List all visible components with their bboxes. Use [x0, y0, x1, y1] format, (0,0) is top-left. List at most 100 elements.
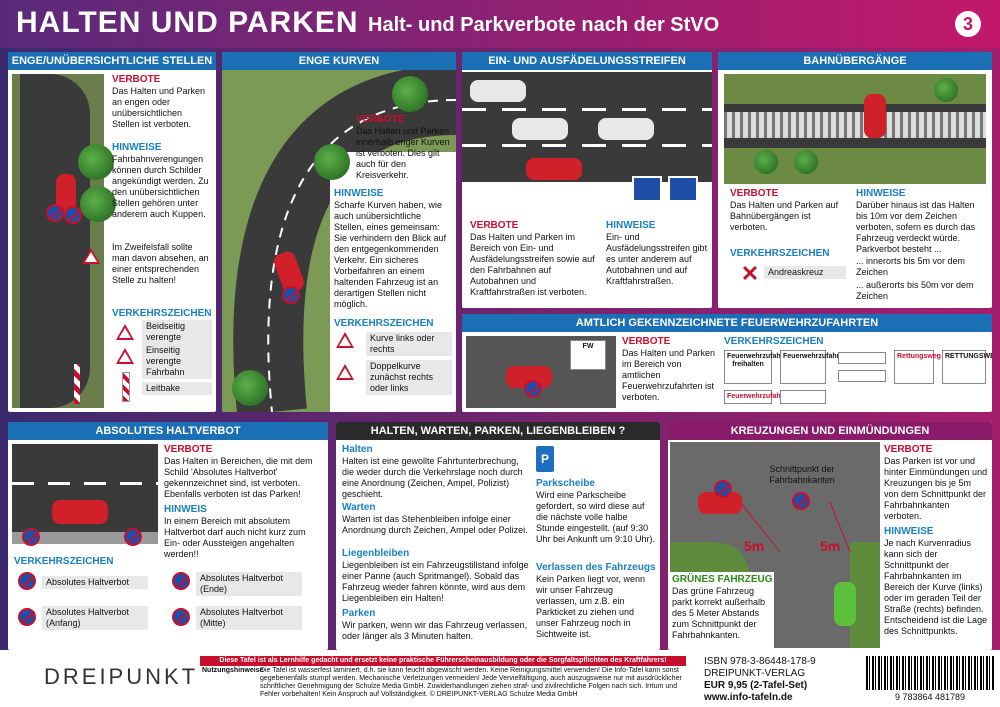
- hinweise-heading: HINWEISE: [884, 526, 934, 537]
- no-stopping-icon: [64, 206, 82, 224]
- no-stopping-icon: [124, 528, 142, 546]
- small-sign-icon: [780, 390, 826, 404]
- panel-title: EIN- UND AUSFÄDELUNGSSTREIFEN: [462, 52, 712, 70]
- sign-label: Einseitig verengte Fahrbahn: [142, 344, 212, 379]
- tree: [934, 78, 958, 102]
- road-illustration: [12, 74, 116, 408]
- verbote-text: Das Halten und Parken auf Bahnübergängen…: [730, 200, 839, 232]
- distance-label: 5m: [744, 538, 765, 554]
- verbote-heading: VERBOTE: [112, 74, 161, 85]
- kraftfahrstrasse-sign-icon: [668, 176, 698, 202]
- sign-label: Leitbake: [142, 382, 212, 395]
- bullet: ... außerorts bis 50m vor dem Zeichen: [856, 280, 974, 301]
- bullet: ... innerorts bis 5m vor dem Zeichen: [856, 256, 966, 277]
- notes-text: Die Tafel ist wasserfest laminiert, d.h.…: [260, 667, 682, 698]
- panel-title: AMTLICH GEKENNZEICHNETE FEUERWEHRZUFAHRT…: [462, 314, 992, 332]
- lane-markings: [12, 482, 158, 485]
- verlag: DREIPUNKT-VERLAG: [704, 668, 806, 679]
- no-stopping-icon: [792, 492, 810, 510]
- panel-halten-warten: HALTEN, WARTEN, PARKEN, LIEGENBLEIBEN ? …: [336, 422, 660, 650]
- hinweise-heading: HINWEISE: [334, 188, 384, 199]
- no-stopping-icon: [714, 480, 732, 498]
- sign-label: Absolutes Haltverbot: [42, 576, 148, 589]
- verbote-text: Das Halten und Parken im Bereich von amt…: [622, 348, 716, 402]
- def-text: Warten ist das Stehenbleiben infolge ein…: [342, 514, 528, 535]
- lane-markings: [462, 144, 712, 147]
- double-curve-sign-icon: [336, 364, 354, 380]
- sign-label: Doppelkurve zunächst rechts oder links: [366, 360, 452, 395]
- small-sign-icon: [838, 352, 886, 364]
- sign-label: Absolutes Haltverbot (Mitte): [196, 606, 302, 630]
- hinweise-text: Darüber hinaus ist das Halten bis 10m vo…: [856, 200, 976, 254]
- no-stopping-icon: [524, 380, 542, 398]
- red-car: [506, 366, 552, 388]
- brand-logo: DREIPUNKT: [44, 664, 199, 689]
- panel-title: ABSOLUTES HALTVERBOT: [8, 422, 328, 440]
- white-car: [470, 80, 526, 102]
- def-text: Kein Parken liegt vor, wenn wir unser Fa…: [536, 574, 646, 639]
- panel-title: BAHNÜBERGÄNGE: [718, 52, 992, 70]
- website-link[interactable]: www.info-tafeln.de: [704, 692, 793, 703]
- no-stopping-icon: [46, 204, 64, 222]
- def-text: Wir parken, wenn wir das Fahrzeug verlas…: [342, 620, 528, 641]
- sheet-number: 3: [955, 11, 981, 37]
- verbote-heading: VERBOTE: [884, 444, 933, 455]
- rettungsweg-sign: Rettungsweg: [894, 350, 941, 384]
- tree: [314, 144, 350, 180]
- lbl-green: GRÜNES FAHRZEUG: [672, 574, 773, 585]
- fire-lane-sign-icon: FW: [570, 340, 606, 370]
- verbote-heading: VERBOTE: [622, 336, 671, 347]
- road: [12, 444, 158, 546]
- small-sign-icon: [838, 370, 886, 382]
- panel-enge-kurven: ENGE KURVEN VERBOTE Das Halten und Parke…: [222, 52, 456, 412]
- panel-title: HALTEN, WARTEN, PARKEN, LIEGENBLEIBEN ?: [336, 422, 660, 440]
- verbote-text: Das Halten und Parken im Bereich von Ein…: [470, 232, 595, 297]
- footer: DREIPUNKT Diese Tafel ist als Lernhilfe …: [0, 650, 1000, 707]
- hinweise-heading: HINWEISE: [112, 142, 162, 153]
- def-heading: Liegenbleiben: [342, 548, 410, 559]
- no-stopping-icon: [18, 572, 36, 590]
- road: FW: [466, 336, 616, 408]
- tree: [754, 150, 778, 174]
- no-stopping-icon: [22, 528, 40, 546]
- verkehrszeichen-heading: VERKEHRSZEICHEN: [334, 318, 434, 329]
- notes-heading: Nutzungshinweise: [202, 667, 264, 674]
- rettungsweg-sign: RETTUNGSWEG: [942, 350, 992, 384]
- andreaskreuz-icon: ✕: [740, 261, 760, 286]
- verkehrszeichen-heading: VERKEHRSZEICHEN: [724, 336, 824, 347]
- verbote-heading: VERBOTE: [470, 220, 519, 231]
- verkehrszeichen-heading: VERKEHRSZEICHEN: [730, 248, 830, 259]
- road: [20, 74, 90, 408]
- barcode-icon: [866, 656, 994, 690]
- header: HALTEN UND PARKEN Halt- und Parkverbote …: [0, 0, 1000, 48]
- red-car: [864, 94, 886, 138]
- white-car: [512, 118, 568, 140]
- isbn: ISBN 978-3-86448-178-9: [704, 656, 816, 667]
- verkehrszeichen-heading: VERKEHRSZEICHEN: [14, 556, 114, 567]
- schnittpunkt-label: Schnittpunkt der Fahrbahnkanten: [769, 464, 835, 485]
- disclaimer: Diese Tafel ist als Lernhilfe gedacht un…: [200, 656, 686, 666]
- panel-title: ENGE KURVEN: [222, 52, 456, 70]
- def-text: Liegenbleiben ist ein Fahrzeugstillstand…: [342, 560, 529, 603]
- def-heading: Parkscheibe: [536, 478, 595, 489]
- narrowing-sign-icon: [82, 248, 100, 264]
- sign-label: Absolutes Haltverbot (Ende): [196, 572, 302, 596]
- def-text: Halten ist eine gewollte Fahrtunterbrech…: [342, 456, 523, 499]
- hinweise-text-2: Im Zweifelsfall sollte man davon absehen…: [112, 242, 209, 285]
- green-car: [834, 582, 856, 626]
- def-heading: Warten: [342, 502, 376, 513]
- white-car: [598, 118, 654, 140]
- green-text: Das grüne Fahrzeug parkt korrekt außerha…: [672, 586, 766, 640]
- parking-disc-icon: P: [536, 446, 554, 472]
- hinweise-text: Fahrbahnverengungen können durch Schilde…: [112, 154, 209, 219]
- hinweise-heading: HINWEISE: [606, 220, 656, 231]
- panel-absolutes-haltverbot: ABSOLUTES HALTVERBOT VERBOTE Das Halten …: [8, 422, 328, 650]
- highway: [462, 72, 712, 182]
- curb: [12, 532, 158, 544]
- one-side-narrow-icon: [116, 348, 134, 364]
- tree: [78, 144, 114, 180]
- page-title: HALTEN UND PARKEN: [16, 6, 359, 39]
- panel-title: ENGE/UNÜBERSICHTLICHE STELLEN: [8, 52, 216, 70]
- barcode-number: 9 783864 481789: [894, 692, 966, 702]
- verbote-heading: VERBOTE: [730, 188, 779, 199]
